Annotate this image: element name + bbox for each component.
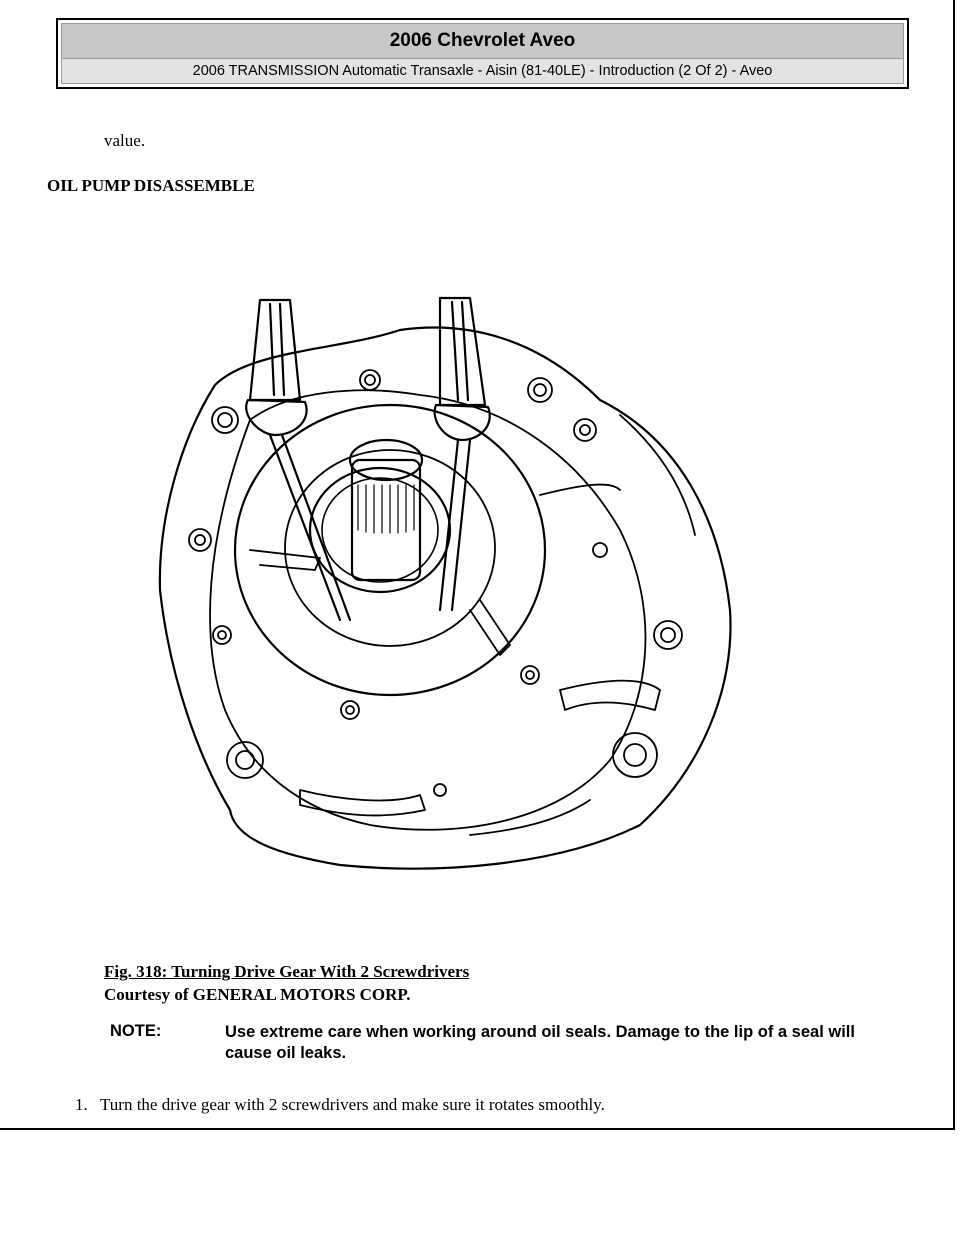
gear-teeth <box>357 484 415 534</box>
screwdriver-right <box>433 296 491 612</box>
note-text: Use extreme care when working around oil… <box>225 1023 855 1062</box>
figure-courtesy: Courtesy of GENERAL MOTORS CORP. <box>104 985 411 1004</box>
header-title: 2006 Chevrolet Aveo <box>62 24 903 59</box>
drive-gear-shaft <box>350 458 422 582</box>
screwdriver-left <box>245 298 352 622</box>
oil-seal <box>308 466 452 594</box>
oil-seal-lip <box>321 477 439 583</box>
oil-pump-illustration <box>140 290 760 910</box>
pump-body-outline <box>158 326 732 870</box>
step-text: Turn the drive gear with 2 screwdrivers … <box>100 1095 605 1114</box>
header-subtitle: 2006 TRANSMISSION Automatic Transaxle - … <box>62 59 903 83</box>
list-item: 1. Turn the drive gear with 2 screwdrive… <box>75 1095 605 1115</box>
figure-caption: Fig. 318: Turning Drive Gear With 2 Scre… <box>104 962 470 981</box>
header-inner: 2006 Chevrolet Aveo 2006 TRANSMISSION Au… <box>61 23 904 84</box>
pump-flange <box>209 389 647 831</box>
document-header: 2006 Chevrolet Aveo 2006 TRANSMISSION Au… <box>56 18 909 89</box>
note-label: NOTE: <box>110 1022 162 1040</box>
section-heading: OIL PUMP DISASSEMBLE <box>47 176 255 195</box>
fluid-passages <box>249 414 696 836</box>
drive-gear-top <box>348 438 424 482</box>
hub-outer <box>233 403 547 697</box>
note-block: NOTE: Use extreme care when working arou… <box>100 1022 890 1064</box>
step-number: 1. <box>75 1095 88 1114</box>
continued-text: value. <box>104 131 146 150</box>
page-frame <box>0 0 955 1130</box>
hub-inner <box>284 449 496 647</box>
bolt-holes <box>188 369 683 797</box>
